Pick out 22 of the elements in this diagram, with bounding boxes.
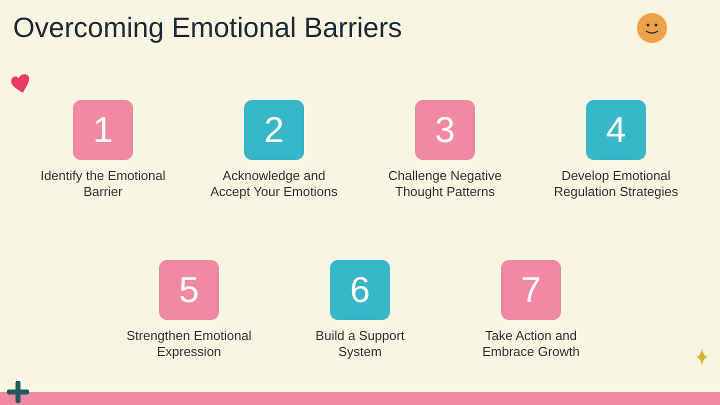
step-number: 2 [264, 110, 284, 150]
step-number: 5 [178, 270, 200, 310]
step-caption: Build a Support System [314, 328, 406, 360]
number-tile [73, 100, 133, 160]
number-tile [244, 100, 304, 160]
step-caption: Identify the Emotional Barrier [39, 168, 167, 200]
step-number: 7 [520, 270, 542, 310]
step-caption: Develop Emotional Regulation Strategies [552, 168, 680, 200]
step-caption: Take Action and Embrace Growth [481, 328, 581, 360]
step-caption: Challenge Negative Thought Patterns [387, 168, 503, 200]
number-tile [330, 260, 390, 320]
step-caption: Strengthen Emotional Expression [125, 328, 253, 360]
step-number: 6 [350, 270, 370, 310]
step-number: 4 [606, 110, 626, 150]
slide-title: Overcoming Emotional Barriers [13, 11, 402, 45]
step-caption: Acknowledge and Accept Your Emotions [209, 168, 339, 200]
step-number: 3 [434, 110, 456, 150]
number-tile [159, 260, 219, 320]
number-tile [501, 260, 561, 320]
number-tile [415, 100, 475, 160]
number-tile [586, 100, 646, 160]
step-number: 1 [92, 110, 114, 150]
